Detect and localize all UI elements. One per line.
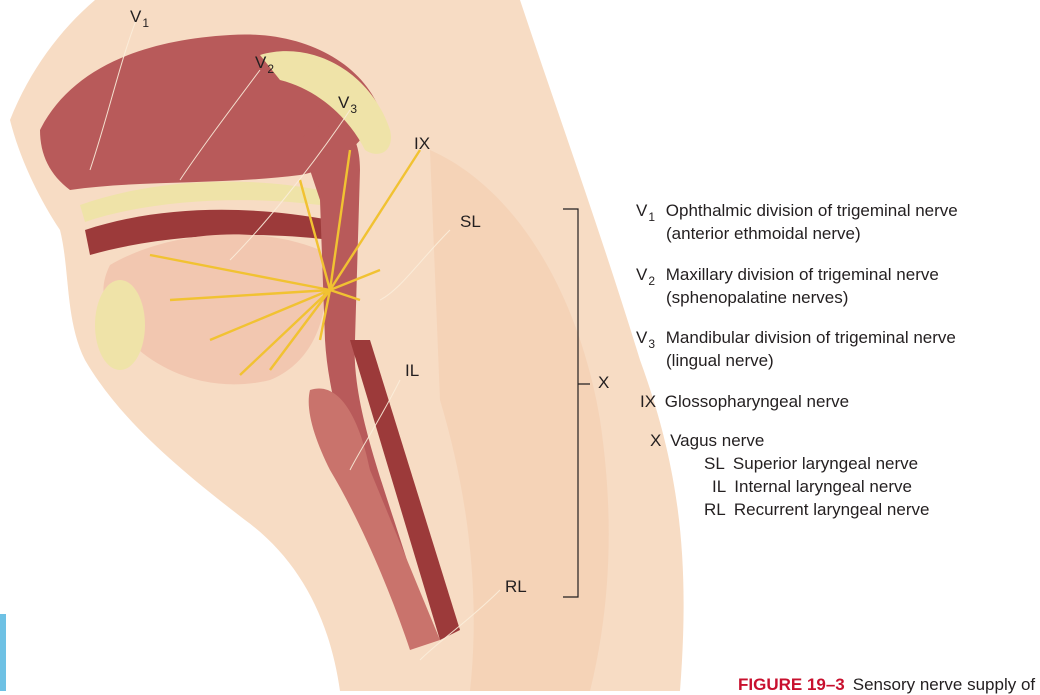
legend-text: Recurrent laryngeal nerve (734, 500, 930, 519)
legend-text: Internal laryngeal nerve (734, 477, 912, 496)
legend-abbr-sub: 2 (648, 274, 655, 288)
legend-abbr: V3 (636, 328, 655, 347)
legend-item-x: X Vagus nerve (650, 430, 764, 451)
legend-text: Maxillary division of trigeminal nerve (666, 265, 939, 284)
label-v2-base: V (255, 53, 266, 72)
legend-abbr-sub: 1 (648, 210, 655, 224)
legend-abbr: IL (712, 477, 726, 496)
label-rl: RL (505, 578, 527, 595)
figure-number: FIGURE 19–3 (738, 675, 845, 694)
legend-text: Mandibular division of trigeminal nerve (666, 328, 956, 347)
label-v2: V2 (255, 54, 274, 71)
legend-abbr-base: V (636, 265, 647, 284)
legend-abbr-sub: 3 (648, 337, 655, 351)
accent-bar (0, 614, 6, 691)
legend-text: Ophthalmic division of trigeminal nerve (666, 201, 958, 220)
legend-text: Glossopharyngeal nerve (665, 392, 849, 411)
label-x: X (598, 374, 609, 391)
label-v3-base: V (338, 93, 349, 112)
label-v1-base: V (130, 7, 141, 26)
legend-text-2: (anterior ethmoidal nerve) (666, 224, 861, 243)
legend-text-2: (sphenopalatine nerves) (666, 288, 848, 307)
legend-abbr: IX (640, 392, 656, 411)
legend-abbr-base: V (636, 328, 647, 347)
legend-item-v2: V2 Maxillary division of trigeminal nerv… (636, 264, 939, 308)
figure-caption: FIGURE 19–3 Sensory nerve supply of the (738, 675, 1040, 695)
legend-abbr: V2 (636, 265, 655, 284)
label-sl: SL (460, 213, 481, 230)
legend-abbr-base: V (636, 201, 647, 220)
lower-lip (95, 280, 145, 370)
caption-text: Sensory nerve supply of the (853, 675, 1040, 694)
label-v3-sub: 3 (350, 102, 357, 116)
legend-abbr: SL (704, 454, 724, 473)
legend-abbr: X (650, 431, 661, 450)
legend-item-il: IL Internal laryngeal nerve (712, 476, 912, 497)
legend-item-rl: RL Recurrent laryngeal nerve (704, 499, 929, 520)
legend-abbr: RL (704, 500, 725, 519)
legend-item-ix: IX Glossopharyngeal nerve (640, 391, 849, 412)
legend-text: Vagus nerve (670, 431, 764, 450)
label-v3: V3 (338, 94, 357, 111)
legend-abbr: V1 (636, 201, 655, 220)
label-v2-sub: 2 (267, 62, 274, 76)
legend-item-v1: V1 Ophthalmic division of trigeminal ner… (636, 200, 958, 244)
legend-item-v3: V3 Mandibular division of trigeminal ner… (636, 327, 956, 371)
label-v1-sub: 1 (142, 16, 149, 30)
legend-item-sl: SL Superior laryngeal nerve (704, 453, 918, 474)
label-il: IL (405, 362, 419, 379)
label-v1: V1 (130, 8, 149, 25)
legend-text: Superior laryngeal nerve (733, 454, 918, 473)
legend-text-2: (lingual nerve) (666, 351, 774, 370)
label-ix: IX (414, 135, 430, 152)
